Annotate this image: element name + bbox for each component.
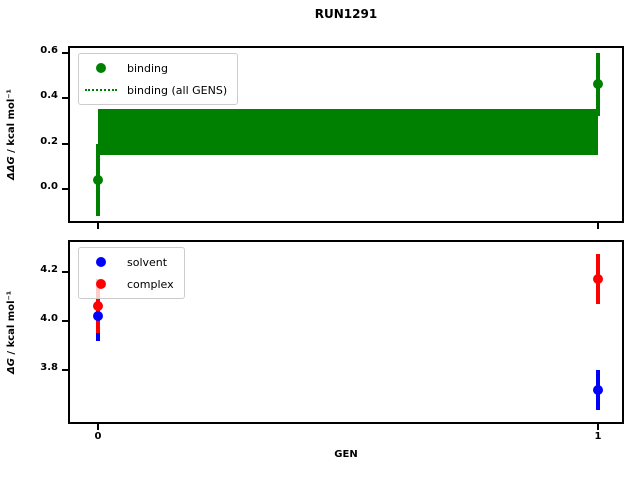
binding-legend: binding binding (all GENS)	[78, 53, 239, 105]
legend-handle	[83, 89, 119, 91]
y-tick-mark	[62, 319, 68, 322]
y-tick-label: 0.4	[40, 90, 58, 102]
dotted-line-icon	[85, 89, 117, 91]
x-tick-mark	[97, 223, 99, 229]
legend-handle	[83, 279, 119, 289]
legend-entry-binding: binding	[83, 57, 227, 79]
y-tick-mark	[62, 188, 68, 191]
complex-data-point	[93, 301, 103, 312]
binding-axes: binding binding (all GENS) 0.0 0.2 0.4 0.6	[40, 45, 624, 229]
all-gens-band	[98, 109, 598, 155]
bottom-y-axis-label: ΔG / kcal mol⁻¹	[6, 240, 28, 424]
y-tick-label: 0.0	[40, 181, 58, 193]
top-y-axis-label: ΔΔG / kcal mol⁻¹	[6, 46, 28, 223]
complex-marker-icon	[96, 279, 106, 289]
legs-legend: solvent complex	[78, 247, 185, 299]
binding-data-point	[93, 175, 103, 186]
solvent-data-point	[93, 310, 103, 321]
ylabel-symbol: ΔΔG	[6, 156, 17, 180]
legend-label-binding: binding	[127, 61, 169, 75]
figure-title: RUN1291	[314, 7, 378, 21]
y-tick-mark	[62, 97, 68, 100]
x-tick-mark	[597, 424, 599, 430]
legend-entry-binding-all-gens: binding (all GENS)	[83, 79, 227, 101]
ylabel-unit: / kcal mol⁻¹	[6, 89, 17, 157]
x-tick-label: 1	[594, 431, 602, 442]
x-axis-label: GEN	[334, 449, 358, 460]
legend-entry-complex: complex	[83, 273, 174, 295]
legend-label-solvent: solvent	[127, 255, 168, 269]
x-tick-mark	[97, 424, 99, 430]
legend-label-binding-all-gens: binding (all GENS)	[127, 83, 228, 97]
legend-handle	[83, 63, 119, 73]
y-tick-mark	[62, 270, 68, 273]
ylabel-unit: / kcal mol⁻¹	[6, 290, 17, 358]
ylabel-symbol: ΔG	[6, 357, 17, 374]
y-tick-label: 0.2	[40, 135, 58, 147]
y-tick-mark	[62, 142, 68, 145]
y-tick-label: 0.6	[40, 44, 58, 56]
y-tick-mark	[62, 369, 68, 372]
y-tick-label: 4.0	[40, 312, 58, 324]
legend-handle	[83, 257, 119, 267]
x-tick-mark	[597, 223, 599, 229]
x-tick-label: 0	[94, 431, 102, 442]
y-tick-label: 4.2	[40, 263, 58, 275]
solvent-marker-icon	[96, 257, 106, 267]
legend-label-complex: complex	[127, 277, 174, 291]
legs-axes: solvent complex 3.8 4.0 4.2 0 1	[40, 240, 624, 442]
y-tick-mark	[62, 51, 68, 54]
y-tick-label: 3.8	[40, 362, 58, 374]
legend-entry-solvent: solvent	[83, 251, 174, 273]
complex-data-point	[593, 273, 603, 284]
solvent-data-point	[593, 384, 603, 395]
binding-marker-icon	[96, 63, 106, 73]
binding-data-point	[593, 79, 603, 90]
